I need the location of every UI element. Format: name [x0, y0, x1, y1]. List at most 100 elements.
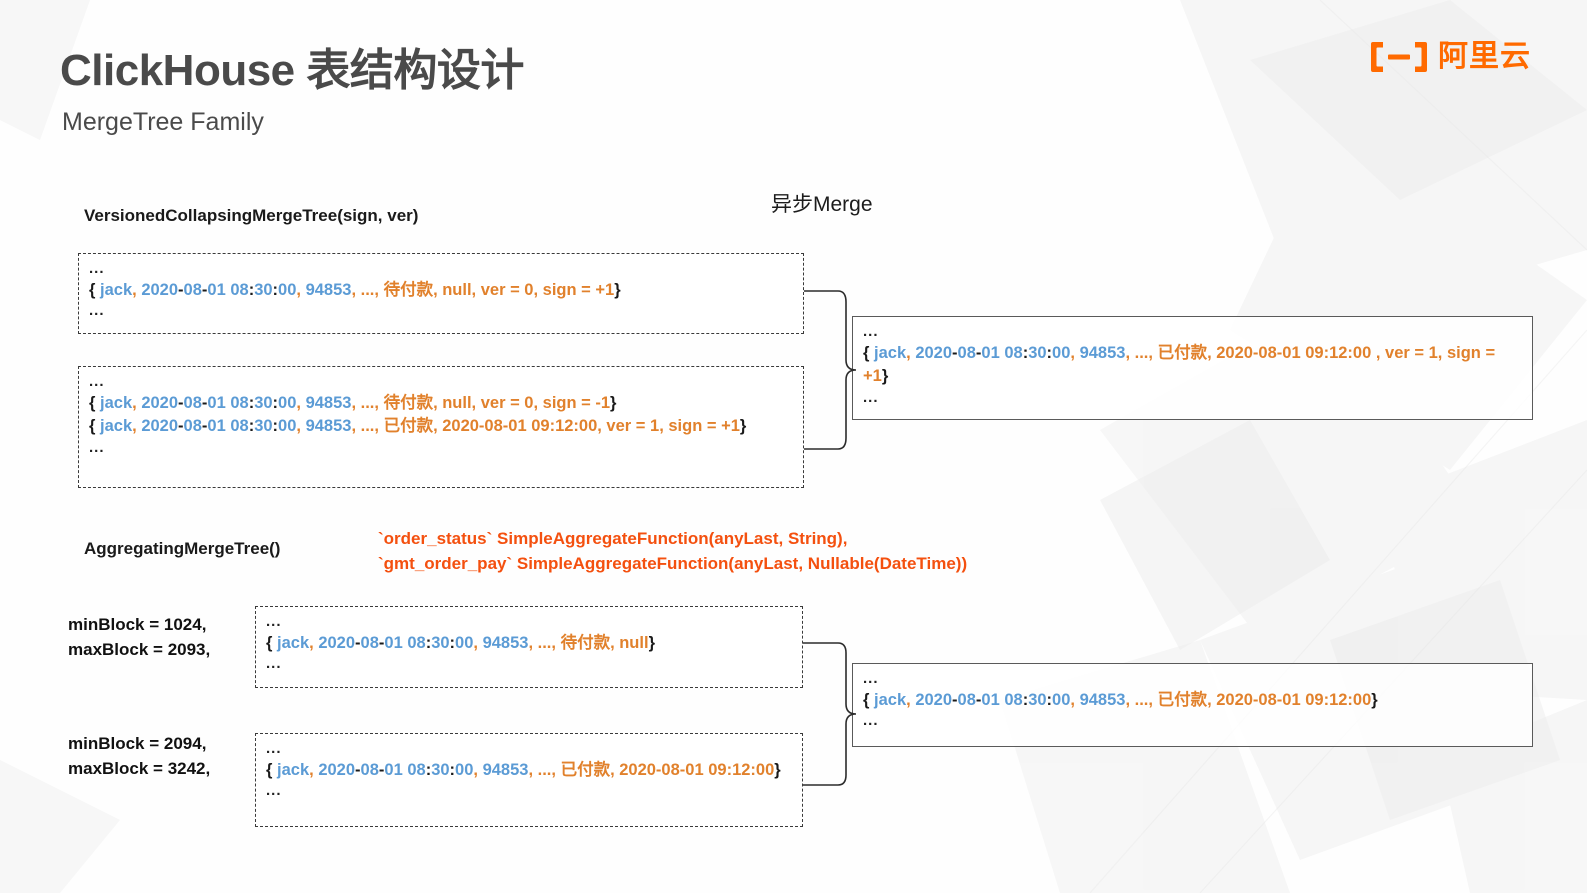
- record-token: ,: [132, 393, 142, 412]
- record-token: 30: [254, 280, 273, 299]
- aggregate-spec-line-1: `order_status` SimpleAggregateFunction(a…: [378, 529, 848, 548]
- record-token: 94853: [305, 280, 352, 299]
- data-part-box-aggregating-2: ... { jack, 2020-08-01 08:30:00, 94853, …: [255, 733, 803, 827]
- data-rows: { jack, 2020-08-01 08:30:00, 94853, ...,…: [266, 759, 792, 782]
- record-token: {: [89, 393, 101, 412]
- record-token: 01: [981, 343, 1000, 362]
- record-token: -: [355, 760, 361, 779]
- record-token: 08: [402, 633, 426, 652]
- record-token: }: [648, 633, 655, 652]
- record-token: 2020: [318, 760, 356, 779]
- record-token: {: [89, 417, 101, 436]
- record-token: , ...,: [528, 760, 561, 779]
- record-token: 30: [254, 393, 273, 412]
- record-token: jack: [100, 393, 133, 412]
- ellipsis-top: ...: [89, 260, 105, 277]
- aliyun-logo: 阿里云: [1369, 40, 1531, 74]
- record-token: 30: [1028, 690, 1047, 709]
- min-block-2: minBlock = 2094,: [68, 734, 207, 753]
- record-token: 01: [384, 760, 403, 779]
- record-token: , ...,: [1125, 690, 1158, 709]
- aggregating-merge-heading: AggregatingMergeTree(): [84, 539, 281, 558]
- record-token: ,: [473, 760, 483, 779]
- record-token: -: [201, 393, 208, 412]
- data-rows: { jack, 2020-08-01 08:30:00, 94853, ...,…: [863, 342, 1522, 389]
- record-token: 94853: [305, 393, 352, 412]
- record-token: }: [881, 367, 889, 386]
- record-token: ,: [132, 280, 142, 299]
- record-token: , ...,: [351, 280, 384, 299]
- record-token: }: [774, 760, 781, 779]
- data-record-row: { jack, 2020-08-01 08:30:00, 94853, ...,…: [89, 392, 793, 415]
- block-range-label-1: minBlock = 1024, maxBlock = 2093,: [68, 613, 210, 662]
- record-token: jack: [874, 690, 907, 709]
- ellipsis-bottom: ...: [89, 438, 105, 456]
- record-token: 已付款, 2020-08-01 09:12:00, ver = 1, sign …: [383, 417, 740, 436]
- record-token: 94853: [482, 633, 529, 652]
- versioned-collapsing-heading: VersionedCollapsingMergeTree(sign, ver): [84, 206, 419, 225]
- record-token: 08: [999, 690, 1023, 709]
- block-range-label-2: minBlock = 2094, maxBlock = 3242,: [68, 732, 210, 781]
- record-token: -: [178, 393, 184, 412]
- record-token: jack: [100, 417, 133, 436]
- page-title: ClickHouse 表结构设计: [60, 46, 524, 95]
- record-token: , ...,: [351, 417, 384, 436]
- data-part-box-versioned-2: ... { jack, 2020-08-01 08:30:00, 94853, …: [78, 366, 804, 488]
- record-token: -: [952, 343, 958, 362]
- record-token: 2020: [141, 417, 179, 436]
- record-token: :: [449, 760, 456, 779]
- record-token: , ...,: [528, 633, 561, 652]
- record-token: ,: [1070, 343, 1080, 362]
- max-block-1: maxBlock = 2093,: [68, 639, 211, 659]
- record-token: 01: [207, 280, 226, 299]
- record-token: -: [378, 633, 385, 652]
- record-token: 08: [957, 343, 976, 362]
- record-token: :: [425, 760, 432, 779]
- record-token: -: [975, 343, 982, 362]
- record-token: 08: [225, 393, 249, 412]
- record-token: }: [610, 393, 617, 412]
- record-token: ,: [309, 633, 319, 652]
- async-merge-label: 异步Merge: [771, 193, 873, 216]
- record-token: 08: [360, 760, 379, 779]
- data-part-box-versioned-1: ... { jack, 2020-08-01 08:30:00, 94853, …: [78, 253, 804, 334]
- merged-result-box-aggregating: ... { jack, 2020-08-01 08:30:00, 94853, …: [852, 663, 1533, 747]
- ellipsis-top: ...: [266, 613, 282, 630]
- data-record-row: { jack, 2020-08-01 08:30:00, 94853, ...,…: [266, 632, 792, 655]
- record-token: 01: [207, 393, 226, 412]
- record-token: -: [975, 690, 982, 709]
- record-token: jack: [277, 633, 310, 652]
- record-token: :: [248, 393, 255, 412]
- aggregate-function-spec: `order_status` SimpleAggregateFunction(a…: [378, 527, 967, 576]
- data-rows: { jack, 2020-08-01 08:30:00, 94853, ...,…: [266, 632, 792, 655]
- ellipsis-top: ...: [266, 740, 282, 757]
- record-token: 08: [360, 633, 379, 652]
- record-token: -: [178, 417, 184, 436]
- ellipsis-top: ...: [863, 670, 879, 687]
- record-token: 已付款, 2020-08-01 09:12:00: [1157, 690, 1372, 709]
- record-token: jack: [874, 343, 907, 362]
- record-token: :: [1022, 343, 1029, 362]
- merge-brace-connector-top: [804, 290, 856, 450]
- record-token: }: [1371, 690, 1378, 709]
- record-token: {: [863, 690, 875, 709]
- data-rows: { jack, 2020-08-01 08:30:00, 94853, ...,…: [863, 689, 1522, 712]
- record-token: 01: [207, 417, 226, 436]
- page-subtitle: MergeTree Family: [62, 108, 264, 136]
- record-token: 08: [183, 393, 202, 412]
- record-token: 94853: [305, 417, 352, 436]
- record-token: {: [863, 343, 875, 362]
- record-token: 待付款, null, ver = 0, sign = +1: [383, 280, 615, 299]
- ellipsis-top: ...: [863, 323, 879, 340]
- record-token: -: [201, 280, 208, 299]
- aliyun-logo-text: 阿里云: [1438, 40, 1531, 73]
- record-token: -: [378, 760, 385, 779]
- record-token: -: [355, 633, 361, 652]
- record-token: ,: [906, 690, 916, 709]
- record-token: 2020: [141, 280, 179, 299]
- record-token: 待付款, null: [560, 633, 649, 652]
- ellipsis-bottom: ...: [863, 388, 879, 406]
- record-token: }: [739, 417, 747, 436]
- record-token: 30: [431, 760, 450, 779]
